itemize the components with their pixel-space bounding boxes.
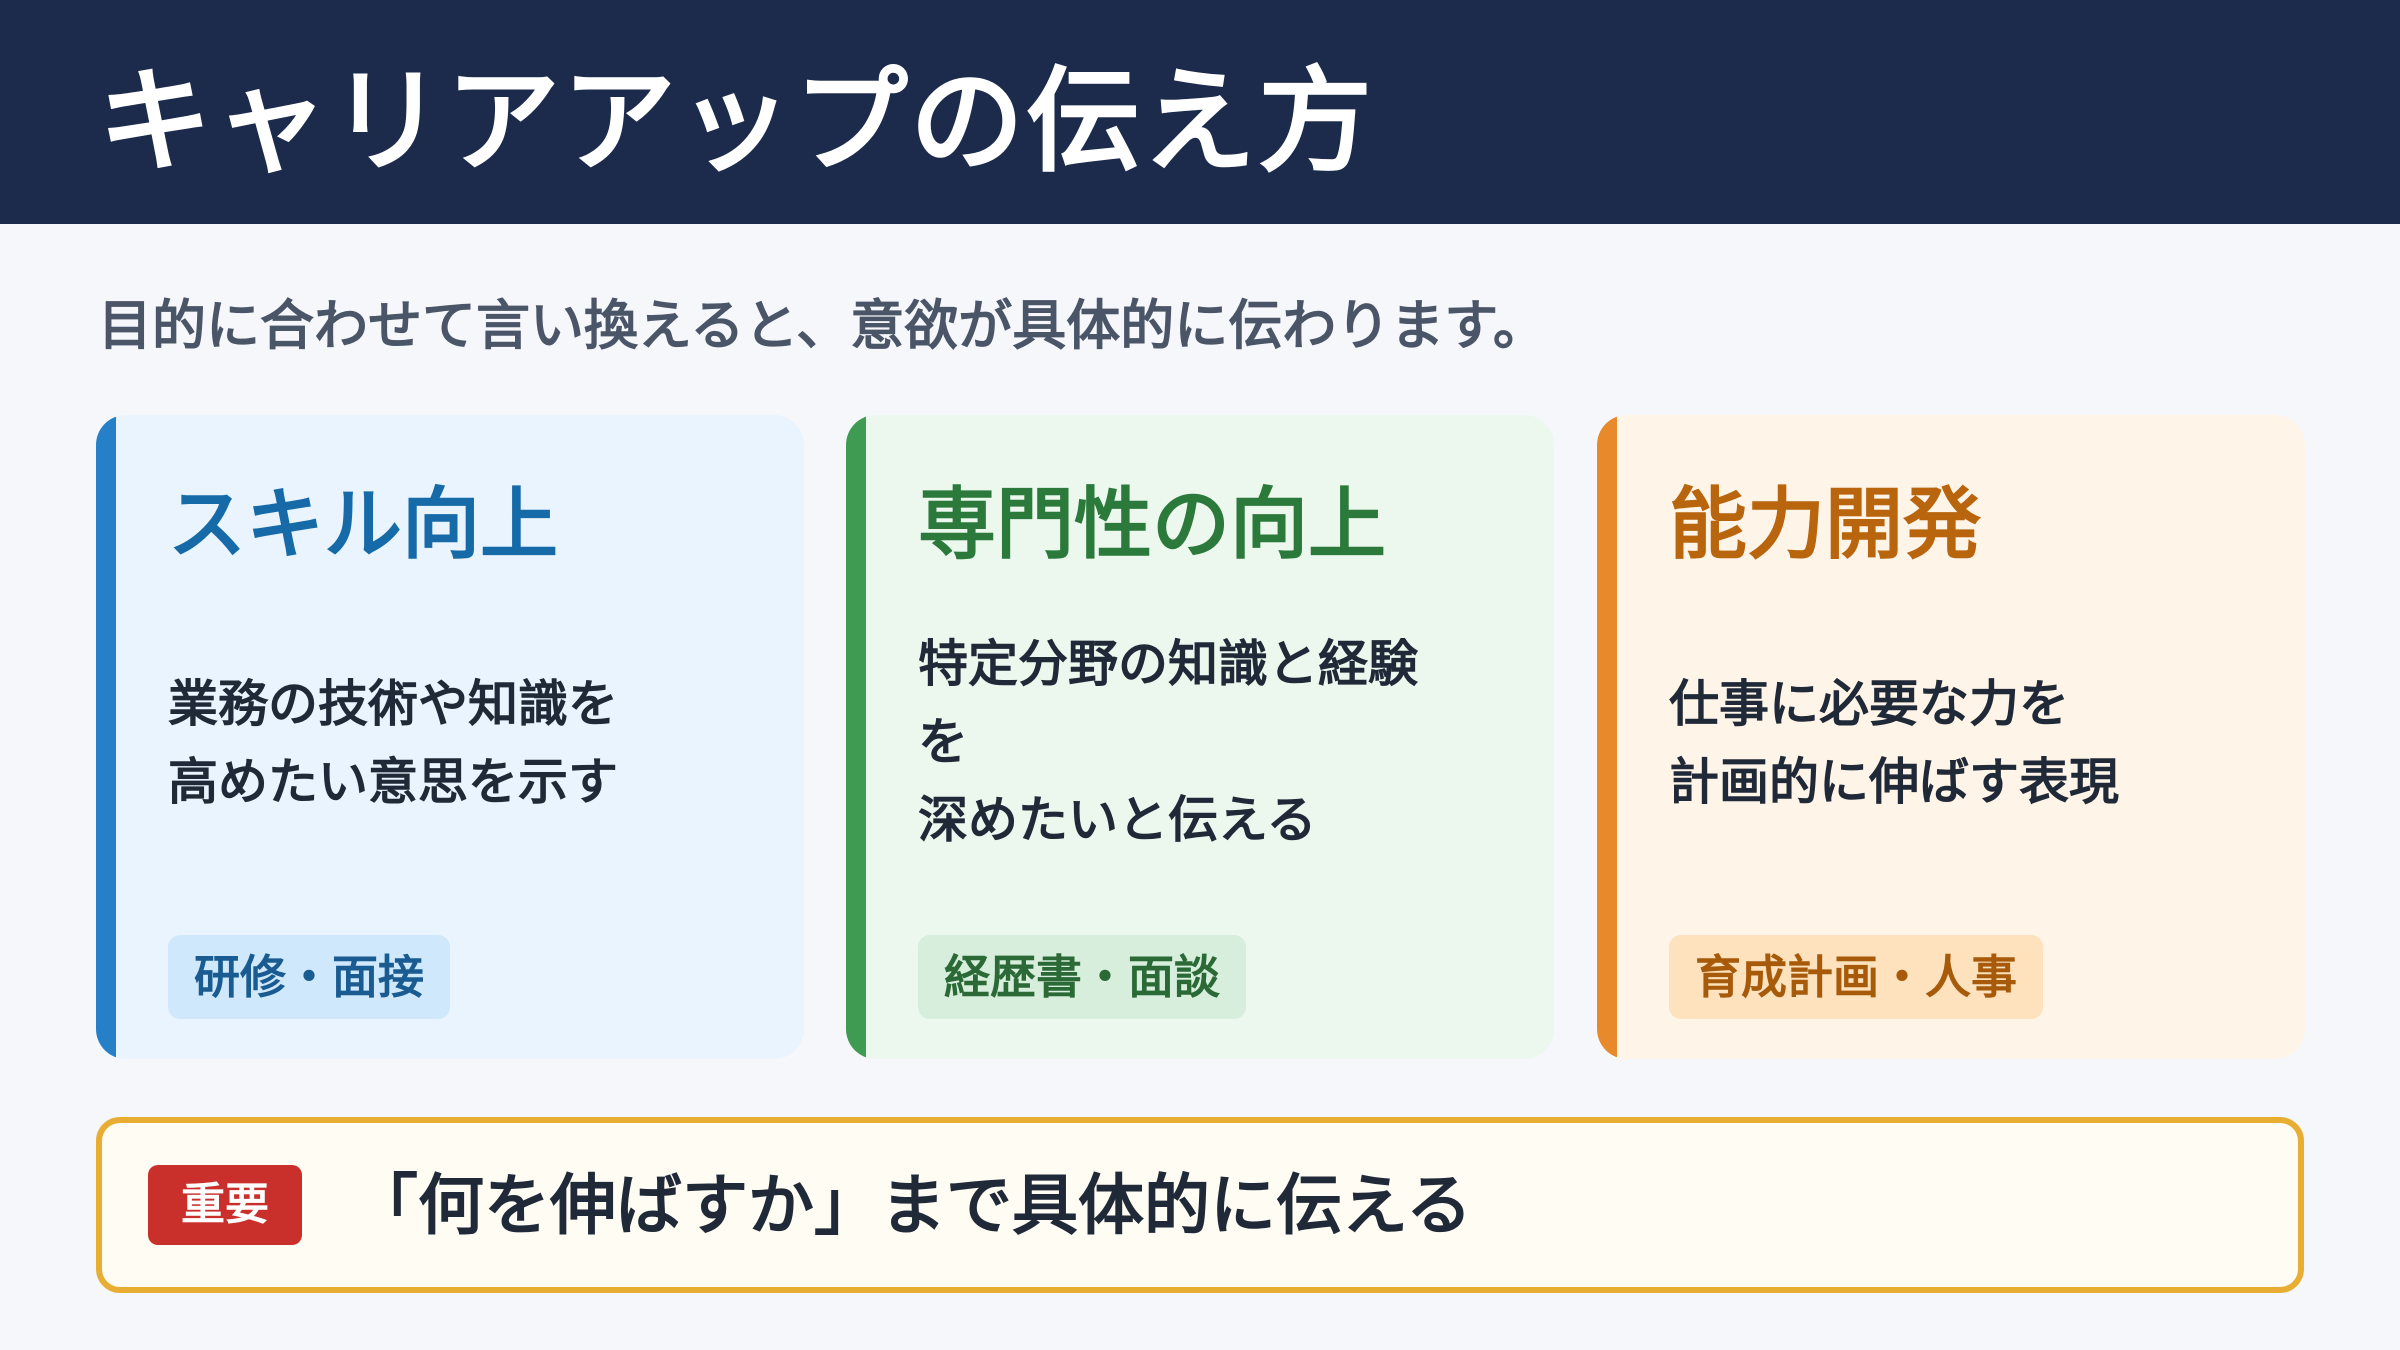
- card-title: スキル向上: [168, 480, 559, 570]
- card-skill-improvement: スキル向上 業務の技術や知識を 高めたい意思を示す 研修・面接: [96, 415, 804, 1059]
- card-title: 能力開発: [1669, 480, 1982, 570]
- card-description-line: 業務の技術や知識を: [168, 675, 618, 733]
- card-tag: 研修・面接: [168, 935, 450, 1019]
- card-expertise-improvement: 専門性の向上 特定分野の知識と経験 を 深めたいと伝える 経歴書・面談: [846, 415, 1554, 1059]
- card-tag: 経歴書・面談: [918, 935, 1246, 1019]
- card-capability-development: 能力開発 仕事に必要な力を 計画的に伸ばす表現 育成計画・人事: [1597, 415, 2305, 1059]
- header-bar: キャリアアップの伝え方: [0, 0, 2400, 224]
- important-badge: 重要: [148, 1165, 302, 1245]
- card-title: 専門性の向上: [918, 480, 1387, 570]
- card-description-line: を: [918, 713, 968, 771]
- card-accent-bar: [96, 415, 116, 1059]
- card-description-line: 仕事に必要な力を: [1669, 675, 2069, 733]
- card-tag: 育成計画・人事: [1669, 935, 2043, 1019]
- callout-text: 「何を伸ばすか」まで具体的に伝える: [352, 1167, 1473, 1244]
- page-subtitle: 目的に合わせて言い換えると、意欲が具体的に伝わります。: [98, 294, 1547, 357]
- card-description: 特定分野の知識と経験 を 深めたいと伝える: [918, 625, 1508, 859]
- card-description-line: 計画的に伸ばす表現: [1669, 753, 2119, 811]
- card-description-line: 深めたいと伝える: [918, 791, 1317, 849]
- page-title: キャリアアップの伝え方: [98, 55, 1375, 188]
- card-description-line: 高めたい意思を示す: [168, 753, 618, 811]
- card-description-line: 特定分野の知識と経験: [918, 635, 1418, 693]
- card-description: 仕事に必要な力を 計画的に伸ばす表現: [1669, 665, 2259, 821]
- card-accent-bar: [846, 415, 866, 1059]
- card-accent-bar: [1597, 415, 1617, 1059]
- important-callout: 重要 「何を伸ばすか」まで具体的に伝える: [96, 1117, 2304, 1293]
- card-description: 業務の技術や知識を 高めたい意思を示す: [168, 665, 758, 821]
